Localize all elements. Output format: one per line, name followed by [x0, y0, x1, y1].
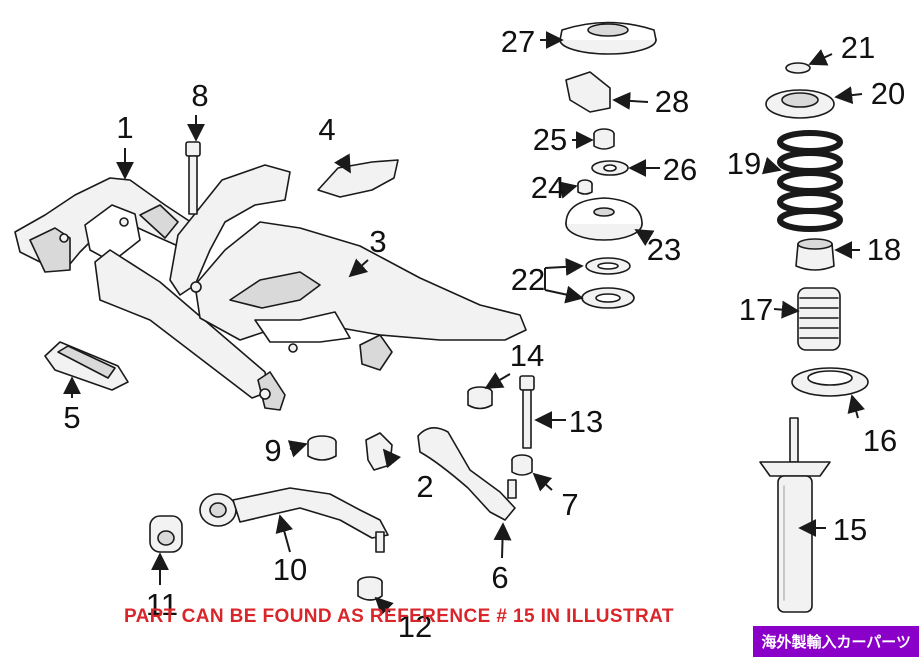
- bearing-upper-drawing: [585, 257, 631, 275]
- bearing-lower-drawing: [581, 287, 635, 309]
- callout-21: 21: [841, 30, 875, 65]
- callout-8: 8: [191, 78, 208, 113]
- strut-mount-drawing: [565, 197, 643, 241]
- callout-5: 5: [63, 400, 80, 435]
- callout-17: 17: [739, 292, 773, 327]
- callout-15: 15: [833, 512, 867, 547]
- callout-22: 22: [511, 262, 545, 297]
- callout-11: 11: [146, 587, 178, 622]
- callout-23: 23: [647, 232, 681, 267]
- top-mount-plate-drawing: [559, 21, 657, 55]
- nut-7-drawing: [511, 454, 533, 476]
- import-parts-badge: 海外製輸入カーパーツ: [753, 626, 919, 657]
- callout-9: 9: [264, 433, 281, 468]
- nut-25-drawing: [593, 128, 615, 150]
- front-subframe-drawing: [14, 177, 269, 399]
- callout-18: 18: [867, 232, 901, 267]
- nut-24-drawing: [577, 179, 593, 195]
- callout-26: 26: [663, 152, 697, 187]
- leader-lines: [63, 31, 865, 616]
- callout-2: 2: [416, 469, 433, 504]
- bolt-13-drawing: [519, 375, 535, 449]
- bolt-8-drawing: [185, 141, 201, 215]
- coil-spring-drawing: [777, 130, 843, 232]
- bump-stop-drawing: [795, 238, 835, 271]
- control-arm-6-drawing: [417, 427, 517, 521]
- nut-9-drawing: [307, 435, 337, 461]
- washer-21-drawing: [785, 62, 811, 74]
- callout-3: 3: [369, 224, 386, 259]
- skid-plate-drawing: [44, 341, 129, 391]
- bushing-2-drawing: [365, 432, 393, 471]
- callout-25: 25: [533, 122, 567, 157]
- strut-assembly-drawing: [759, 417, 831, 613]
- callout-7: 7: [561, 487, 578, 522]
- callout-6: 6: [491, 560, 508, 595]
- callout-13: 13: [569, 404, 603, 439]
- callout-4: 4: [318, 112, 335, 147]
- callout-16: 16: [863, 423, 897, 458]
- heat-shield-drawing: [317, 159, 399, 198]
- callout-27: 27: [501, 24, 535, 59]
- bracket-drawing: [565, 71, 611, 113]
- callout-20: 20: [871, 76, 905, 111]
- control-arm-10-drawing: [199, 487, 389, 553]
- nut-14-drawing: [467, 386, 493, 410]
- crossmember-drawing: [169, 164, 527, 411]
- callout-14: 14: [510, 338, 544, 373]
- dust-boot-drawing: [797, 287, 841, 351]
- nut-12-drawing: [357, 576, 383, 601]
- spring-seat-drawing: [765, 89, 835, 119]
- callout-1: 1: [116, 110, 133, 145]
- isolator-drawing: [791, 367, 869, 397]
- callout-28: 28: [655, 84, 689, 119]
- callout-10: 10: [273, 552, 307, 587]
- callout-12: 12: [398, 609, 432, 644]
- bushing-11-drawing: [149, 515, 183, 553]
- reference-notice: PART CAN BE FOUND AS REFERENCE # 15 IN I…: [124, 606, 674, 627]
- callout-19: 19: [727, 146, 761, 181]
- callout-24: 24: [531, 170, 565, 205]
- washer-26-drawing: [591, 160, 629, 176]
